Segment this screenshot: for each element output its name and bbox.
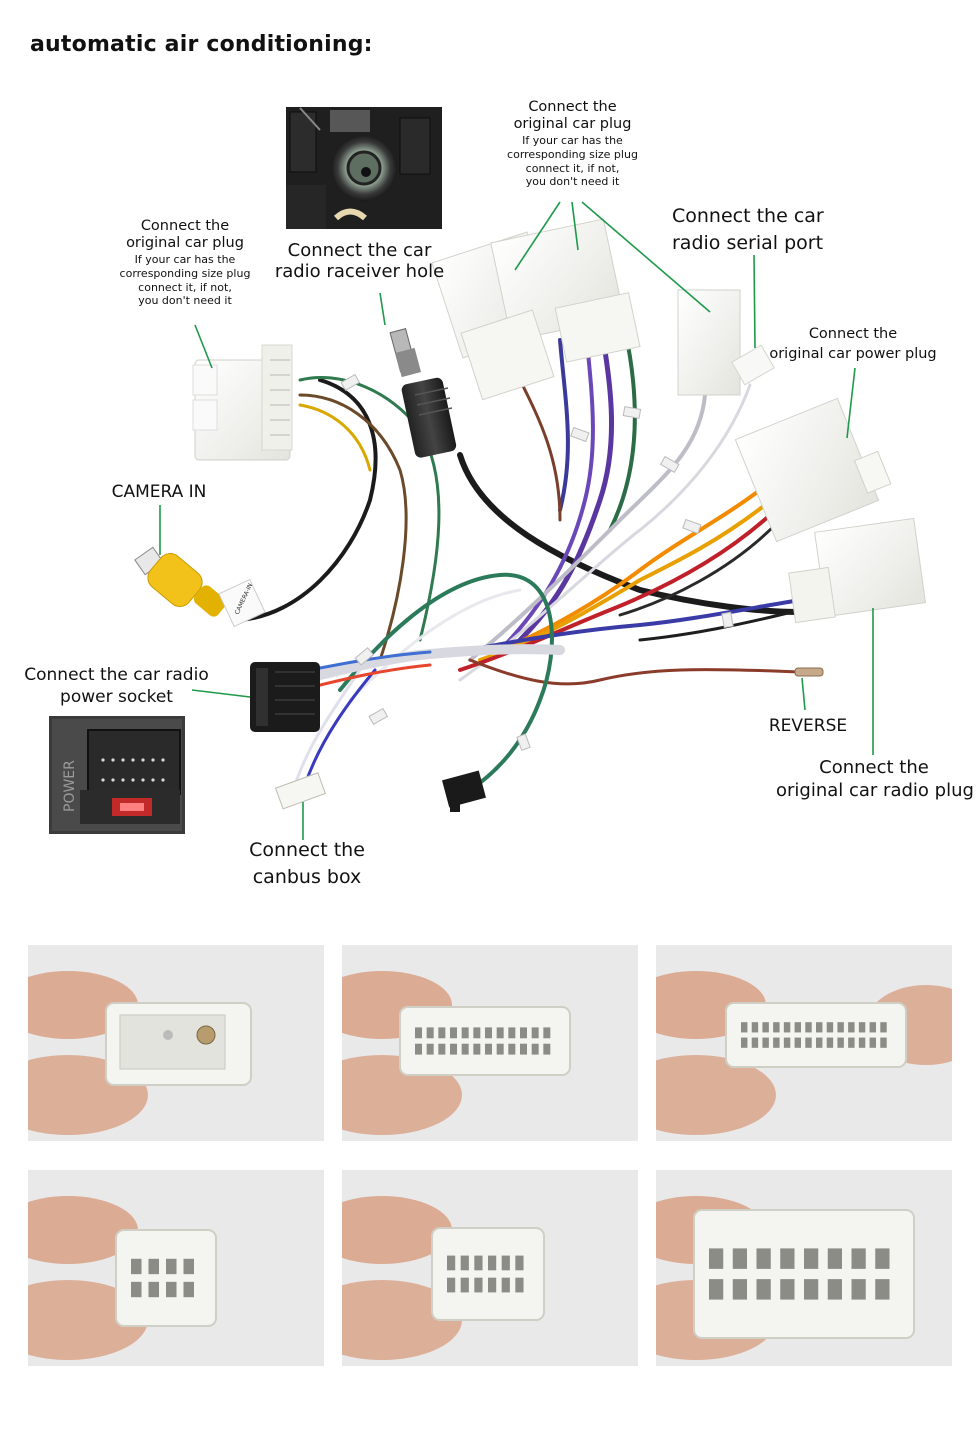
plug-photo-1: [28, 945, 324, 1141]
leader-lines: [159, 201, 874, 840]
label-orig-plug-left: Connect the original car plug If your ca…: [119, 218, 251, 308]
orig-plug-left-connector: [192, 344, 293, 461]
small-black-connector: [442, 770, 486, 812]
label-power-plug: Connect the original car power plug: [769, 326, 937, 362]
page-title: automatic air conditioning:: [30, 32, 373, 57]
label-camera-in: CAMERA IN: [111, 482, 207, 502]
plug-photo-4: [28, 1170, 324, 1366]
cable-ties: [340, 373, 734, 751]
orig-radio-plug-connector: [788, 517, 927, 624]
power-inset-label: POWER: [62, 760, 78, 812]
orig-plug-top-connector: [431, 218, 641, 401]
power-plug-connector: [734, 397, 892, 543]
power-socket-photo: POWER: [49, 716, 185, 834]
plug-photo-5: [342, 1170, 638, 1366]
label-orig-radio-plug: Connect the original car radio plug: [776, 757, 974, 802]
antenna-socket-photo: [286, 107, 442, 229]
label-receiver-hole: Connect the car radio raceiver hole: [274, 240, 445, 283]
label-orig-plug-top: Connect the original car plug If your ca…: [507, 99, 638, 189]
serial-port-connector: [677, 289, 775, 396]
plug-photo-6: [656, 1170, 952, 1366]
antenna-plug: [389, 327, 457, 458]
camera-rca-plug: CAMERA-IN: [134, 546, 266, 628]
power-socket-pins: [101, 758, 165, 782]
plug-photo-3: [656, 945, 952, 1141]
label-serial-port: Connect the car radio serial port: [672, 205, 824, 254]
canbus-connector: [274, 772, 327, 810]
label-power-socket: Connect the car radio power socket: [24, 665, 209, 707]
reverse-wire-tip: [794, 667, 824, 677]
plug-photo-2: [342, 945, 638, 1141]
harness-illustration: CAMERA-IN: [49, 107, 927, 840]
label-canbus: Connect the canbus box: [249, 839, 365, 888]
power-socket-connector: [250, 662, 320, 732]
label-reverse: REVERSE: [768, 716, 848, 736]
